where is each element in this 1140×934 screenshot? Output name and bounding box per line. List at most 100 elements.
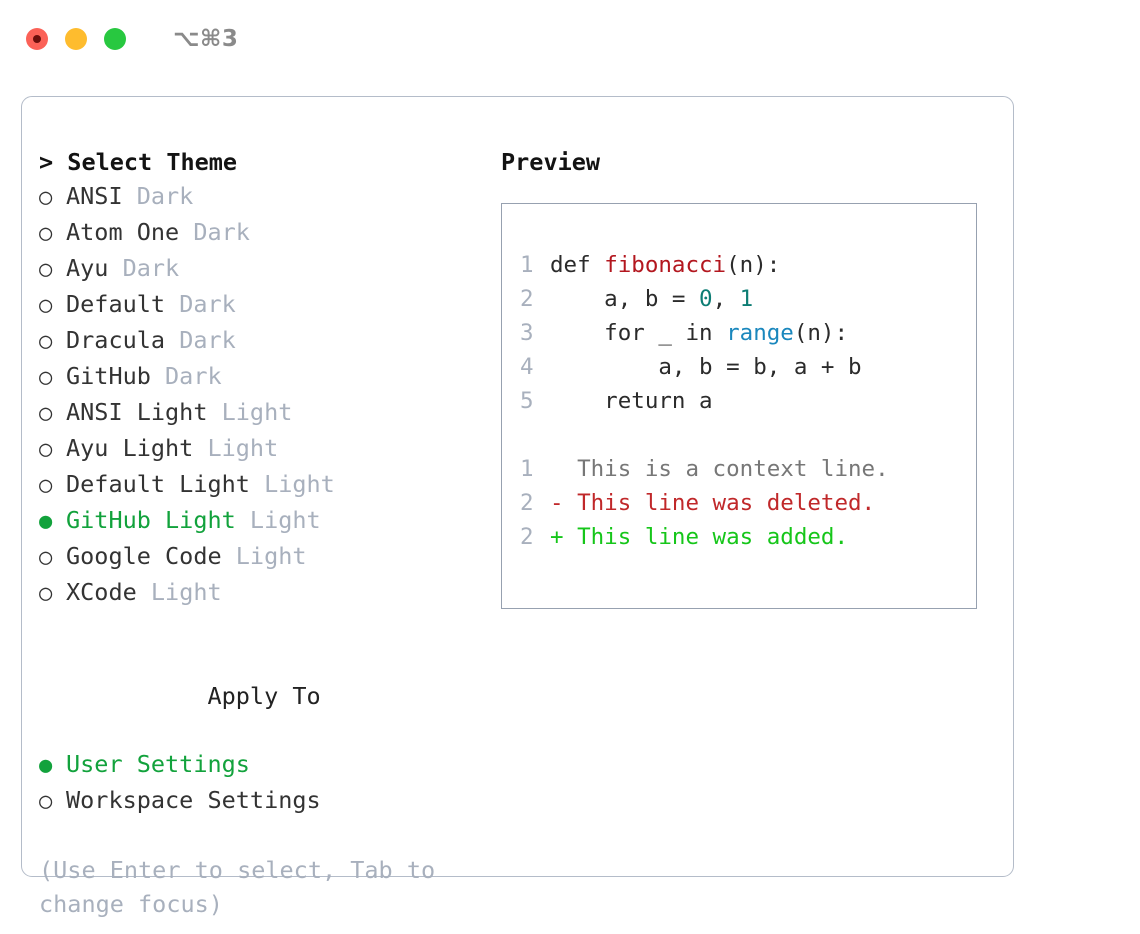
diff-sample: 1 This is a context line. 2 - This line wa… [520,452,976,554]
apply-item-label: User Settings [66,750,250,778]
radio-unselected-icon: ○ [39,329,53,354]
radio-unselected-icon: ○ [39,437,53,462]
theme-item-label: Ayu Light [66,434,194,462]
focus-caret-icon: > [39,148,68,176]
close-button[interactable] [26,28,48,50]
theme-item-7[interactable]: ○ Ayu Light Light [39,431,479,467]
keyboard-shortcut-label: ⌥⌘3 [173,26,239,52]
theme-item-variant-badge: Light [249,470,335,498]
theme-item-2[interactable]: ○Ayu Dark [39,251,479,287]
code-diff-spacer [520,418,976,452]
radio-unselected-icon: ○ [39,185,53,210]
token-plain: (n): [726,252,781,278]
code-text: return a [550,384,712,418]
token-call: range [726,320,794,346]
token-plain: (n): [793,320,849,346]
theme-item-label: Default [66,290,166,318]
diff-line-del-1: 2 - This line was deleted. [520,486,976,520]
window-controls [26,28,126,50]
line-number: 1 [520,252,534,278]
diff-text: + This line was added. [550,524,849,550]
line-number: 5 [520,388,534,414]
theme-item-5[interactable]: ○ GitHub Dark [39,359,479,395]
title-bar: ⌥⌘3 [0,0,1140,78]
theme-item-label: ANSI Light [66,398,208,426]
theme-item-label: Default Light [66,470,250,498]
theme-item-4[interactable]: ○Dracula Dark [39,323,479,359]
select-theme-heading: > Select Theme [39,145,479,179]
theme-item-0[interactable]: ○ANSI Dark [39,179,479,215]
theme-item-label: ANSI [66,182,123,210]
code-line-2: 3 for _ in range(n): [520,316,976,350]
theme-item-label: Google Code [66,542,222,570]
radio-unselected-icon: ○ [39,293,53,318]
line-number: 2 [520,490,534,516]
token-plain: , [712,286,740,312]
radio-unselected-icon: ○ [39,789,53,814]
theme-item-label: Ayu [66,254,109,282]
code-text: for _ in range(n): [550,316,848,350]
token-plain: for _ in [550,320,727,346]
theme-item-variant-badge: Dark [108,254,180,282]
theme-item-1[interactable]: ○ Atom One Dark [39,215,479,251]
radio-unselected-icon: ○ [39,581,53,606]
code-text: def fibonacci(n): [550,248,780,282]
code-text: a, b = 0, 1 [550,282,753,316]
token-plain: a, b = b, a + b [550,354,862,380]
radio-unselected-icon: ○ [39,473,53,498]
theme-item-variant-badge: Light [235,506,321,534]
theme-item-10[interactable]: ○ Google Code Light [39,539,479,575]
radio-unselected-icon: ○ [39,545,53,570]
apply-to-heading-label: Apply To [207,682,321,710]
radio-unselected-icon: ○ [39,221,53,246]
token-number: 0 [699,286,713,312]
token-plain: def [550,252,605,278]
radio-unselected-icon: ○ [39,365,53,390]
theme-list: ○ANSI Dark○Atom One Dark○Ayu Dark○Defaul… [39,179,479,611]
theme-item-9[interactable]: ● GitHub Light Light [39,503,479,539]
theme-item-label: Dracula [66,326,166,354]
theme-item-label: XCode [66,578,137,606]
code-line-1: 2 a, b = 0, 1 [520,282,976,316]
main-panel: > Select Theme ○ANSI Dark○Atom One Dark○… [21,96,1014,918]
theme-item-label: Atom One [66,218,180,246]
theme-item-3[interactable]: ○ Default Dark [39,287,479,323]
theme-item-8[interactable]: ○ Default Light Light [39,467,479,503]
line-number: 2 [520,524,534,550]
theme-item-variant-badge: Light [193,434,279,462]
diff-line-context-0: 1 This is a context line. [520,452,976,486]
theme-item-variant-badge: Light [207,398,293,426]
code-text: a, b = b, a + b [550,350,862,384]
theme-item-label: GitHub [66,362,151,390]
maximize-button[interactable] [104,28,126,50]
theme-item-label: GitHub Light [66,506,236,534]
token-number: 1 [739,286,754,312]
apply-to-heading: Apply To [39,645,479,747]
apply-item-0[interactable]: ● User Settings [39,747,479,783]
code-line-3: 4 a, b = b, a + b [520,350,976,384]
theme-item-variant-badge: Dark [165,290,236,318]
diff-line-add-2: 2 + This line was added. [520,520,976,554]
line-number: 2 [520,286,534,312]
minimize-button[interactable] [65,28,87,50]
apply-to-list: ● User Settings ○ Workspace Settings [39,747,479,819]
theme-item-6[interactable]: ○ANSI Light Light [39,395,479,431]
apply-item-1[interactable]: ○ Workspace Settings [39,783,479,819]
apply-item-label: Workspace Settings [66,786,321,814]
select-theme-heading-label: Select Theme [67,148,238,176]
radio-selected-icon: ● [39,753,53,778]
theme-item-variant-badge: Light [221,542,307,570]
section-spacer [39,611,479,645]
token-plain: a, b = [550,286,700,312]
diff-text: - This line was deleted. [550,490,876,516]
theme-item-variant-badge: Dark [150,362,222,390]
code-line-4: 5 return a [520,384,976,418]
radio-selected-icon: ● [39,509,53,534]
theme-item-11[interactable]: ○XCode Light [39,575,479,611]
theme-item-variant-badge: Dark [179,218,250,246]
line-number: 3 [520,320,534,346]
